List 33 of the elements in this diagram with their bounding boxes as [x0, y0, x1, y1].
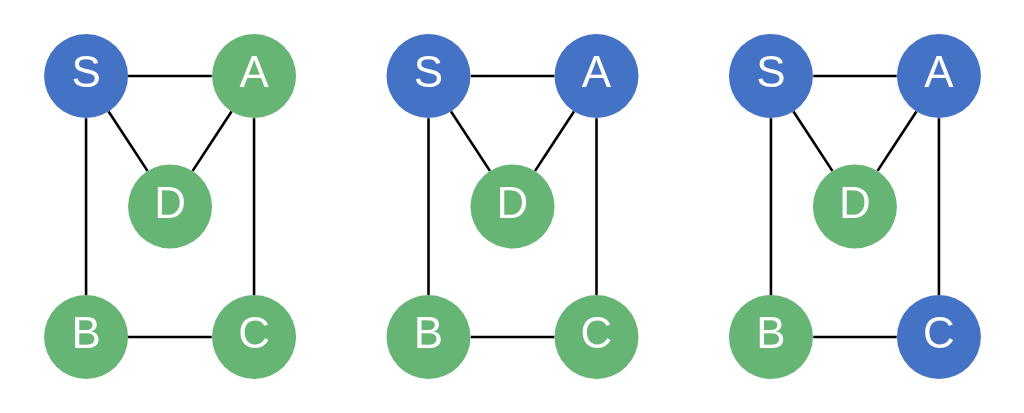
node-circle: A [554, 34, 638, 118]
connector [937, 118, 940, 295]
connector [769, 118, 772, 295]
node-circle: A [211, 34, 296, 118]
connector [127, 335, 212, 339]
node-circle: D [127, 164, 212, 249]
node-circle: S [728, 34, 813, 118]
connector [252, 118, 255, 295]
node-circle: A [896, 34, 981, 118]
connector [812, 335, 897, 339]
connector [791, 110, 833, 172]
connector [426, 118, 430, 295]
connector [191, 110, 233, 172]
node-circle: B [728, 295, 813, 379]
node-circle: C [896, 295, 981, 379]
connector [594, 118, 598, 295]
node-circle: B [386, 295, 470, 379]
connector [812, 74, 897, 78]
connector [84, 118, 87, 295]
connector [533, 110, 575, 172]
connector [127, 74, 212, 78]
node-circle: S [386, 34, 470, 118]
node-circle: C [554, 295, 638, 379]
node-circle: D [812, 164, 897, 249]
connector [107, 110, 149, 172]
node-circle: C [211, 295, 296, 379]
connector [875, 110, 917, 172]
node-circle: B [43, 295, 128, 379]
node-circle: S [43, 34, 128, 118]
node-circle: D [470, 164, 554, 249]
connector [470, 335, 554, 339]
connector [470, 74, 554, 78]
connector [449, 110, 491, 172]
